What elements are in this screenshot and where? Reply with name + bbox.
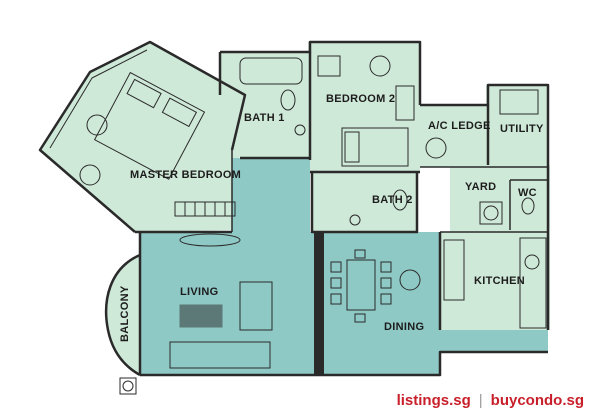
label-bedroom2: BEDROOM 2 — [326, 93, 395, 105]
label-utility: UTILITY — [500, 123, 544, 135]
yard-floor — [450, 165, 550, 235]
brand-listings-link[interactable]: listings.sg — [396, 391, 471, 409]
label-ac-ledge: A/C LEDGE — [428, 120, 491, 132]
label-living: LIVING — [180, 286, 218, 298]
label-dining: DINING — [384, 321, 424, 333]
furniture — [79, 55, 547, 395]
label-bath1: BATH 1 — [244, 112, 285, 124]
kitchen-floor — [440, 232, 550, 330]
bedroom2-floor — [308, 42, 420, 172]
ac-ledge-floor — [420, 105, 488, 167]
footer-separator: | — [478, 391, 483, 409]
label-kitchen: KITCHEN — [474, 275, 525, 287]
balcony-floor — [106, 255, 140, 375]
label-yard: YARD — [465, 181, 496, 193]
bath2-floor — [312, 170, 417, 232]
label-balcony: BALCONY — [119, 285, 131, 342]
hallway-floor — [232, 158, 310, 238]
walls — [38, 40, 550, 377]
brand-buycondo-link[interactable]: buycondo.sg — [490, 391, 584, 409]
label-wc: WC — [518, 187, 537, 199]
label-bath2: BATH 2 — [372, 194, 413, 206]
master-bedroom-floor — [40, 42, 245, 232]
label-master-bedroom: MASTER BEDROOM — [130, 169, 241, 181]
watermark-footer: listings.sg | buycondo.sg — [390, 388, 590, 412]
living-dining-floor — [140, 232, 548, 375]
